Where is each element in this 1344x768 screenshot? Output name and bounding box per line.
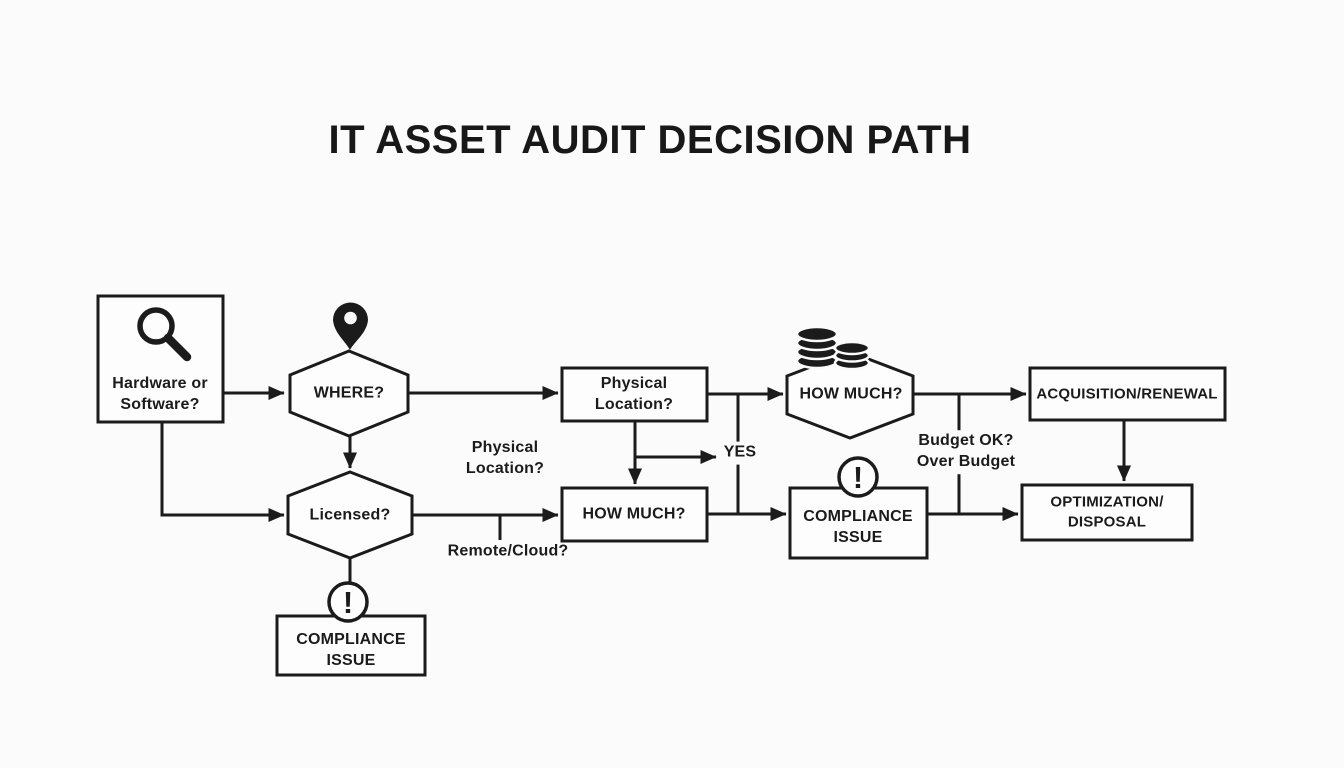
edge-label-remote-cloud: Remote/Cloud? <box>447 542 569 560</box>
node-how-much-box-label: HOW MUCH? <box>582 505 686 523</box>
node-physical-location-label: Physical Location? <box>594 375 674 413</box>
exclamation-icon: ! <box>837 456 879 498</box>
diagram-title: IT ASSET AUDIT DECISION PATH <box>328 118 972 162</box>
exclamation-icon: ! <box>327 581 369 623</box>
edge-hardware-to-licensed <box>160 421 285 522</box>
node-acquisition-renewal <box>1028 366 1227 422</box>
exclamation-glyph: ! <box>853 460 863 495</box>
node-hardware-or-software-label: Hardware or Software? <box>112 375 208 413</box>
node-how-much-hex-label: HOW MUCH? <box>799 385 903 403</box>
node-optimization-disposal <box>1020 483 1194 542</box>
coins-icon <box>795 325 871 371</box>
node-compliance-issue-right <box>788 486 929 560</box>
location-pin-icon <box>333 302 368 350</box>
node-compliance-issue-right-label: COMPLIANCE ISSUE <box>803 508 913 546</box>
edge-label-budget: Budget OK? Over Budget <box>911 430 1021 474</box>
edge-label-physical-location: Physical Location? <box>465 439 545 477</box>
node-hardware-or-software <box>96 294 225 424</box>
exclamation-glyph: ! <box>343 585 353 620</box>
node-compliance-issue-left-label: COMPLIANCE ISSUE <box>296 631 406 669</box>
node-licensed-label: Licensed? <box>309 506 391 524</box>
node-acquisition-renewal-label: ACQUISITION/RENEWAL <box>1036 385 1218 403</box>
node-how-much-hex <box>785 350 915 440</box>
magnifier-icon <box>137 307 192 362</box>
edge-label-yes: YES <box>718 441 762 465</box>
node-where-label: WHERE? <box>313 384 385 402</box>
node-optimization-disposal-label: OPTIMIZATION/ DISPOSAL <box>1050 493 1164 531</box>
